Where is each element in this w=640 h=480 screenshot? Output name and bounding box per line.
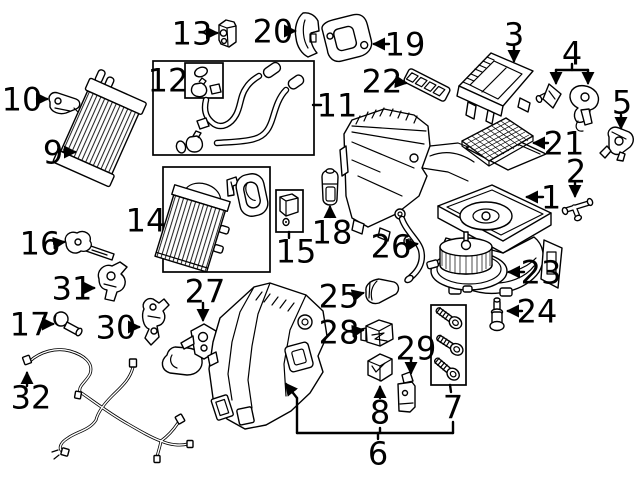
callout-label-12[interactable]: 12 — [148, 62, 189, 100]
part-17-clip-drawing — [53, 311, 83, 337]
part-18-drawing — [321, 168, 339, 206]
callout-label-5[interactable]: 5 — [612, 84, 632, 122]
callout-label-11[interactable]: 11 — [317, 87, 358, 125]
callout-label-29[interactable]: 29 — [396, 330, 437, 368]
part-4-sensor-drawing — [535, 83, 562, 109]
callout-label-26[interactable]: 26 — [371, 228, 412, 266]
part-6-distribution-housing-drawing — [207, 282, 328, 430]
callout-label-9[interactable]: 9 — [43, 134, 63, 172]
part-24-screw-drawing — [489, 297, 505, 332]
callout-label-20[interactable]: 20 — [253, 13, 294, 51]
part-4-bracket-drawing — [569, 85, 600, 132]
part-14-clip-drawing — [226, 176, 239, 197]
part-29-drawing — [397, 371, 416, 413]
part-2-valve-drawing — [561, 197, 594, 222]
callout-label-14[interactable]: 14 — [126, 202, 167, 240]
callout-label-22[interactable]: 22 — [362, 63, 403, 101]
callout-label-6[interactable]: 6 — [368, 435, 388, 473]
part-30-bracket-drawing — [141, 297, 170, 346]
callout-label-32[interactable]: 32 — [11, 379, 52, 417]
callout-label-4[interactable]: 4 — [562, 35, 582, 73]
part-3-cover-drawing — [456, 52, 534, 125]
callout-label-13[interactable]: 13 — [172, 15, 213, 53]
callout-label-2[interactable]: 2 — [566, 153, 586, 191]
part-21-filter-drawing — [461, 117, 534, 167]
part-13-valve-drawing — [218, 19, 237, 48]
callout-label-28[interactable]: 28 — [319, 314, 360, 352]
part-23-blower-drawing — [426, 231, 508, 293]
part-16-lever-drawing — [64, 230, 115, 261]
callout-label-15[interactable]: 15 — [276, 233, 317, 271]
part-27-lever-drawing — [161, 323, 217, 376]
callout-label-25[interactable]: 25 — [319, 278, 360, 316]
callout-7-line — [448, 383, 453, 394]
callout-label-31[interactable]: 31 — [52, 270, 93, 308]
callout-label-27[interactable]: 27 — [185, 273, 226, 311]
part-31-bracket-drawing — [97, 261, 128, 302]
callout-leader-lines — [20, 24, 628, 441]
part-15-drawing — [279, 193, 299, 227]
part-22-slotted-strip-drawing — [403, 68, 451, 102]
part-20-bracket-drawing — [294, 12, 320, 58]
callout-label-16[interactable]: 16 — [20, 225, 61, 263]
callout-label-7[interactable]: 7 — [443, 389, 463, 427]
callout-label-18[interactable]: 18 — [312, 214, 353, 252]
part-5-drawing — [599, 126, 634, 162]
part-8-bracket-drawing — [367, 353, 393, 382]
callout-28-arrow — [351, 324, 365, 338]
part-32-harness-drawing — [21, 348, 194, 464]
callout-label-24[interactable]: 24 — [517, 293, 558, 331]
callout-6-arrow — [284, 382, 299, 400]
callout-label-8[interactable]: 8 — [370, 394, 390, 432]
callout-26-arrow — [405, 238, 419, 252]
part-19-gasket-drawing — [321, 13, 373, 63]
callout-label-17[interactable]: 17 — [10, 306, 51, 344]
callout-label-3[interactable]: 3 — [504, 16, 524, 54]
part-12-seals-drawing — [190, 66, 222, 98]
part-14-seal-drawing — [235, 173, 269, 217]
part-26-pipe-drawing — [394, 208, 425, 284]
part-28-bracket-drawing — [360, 319, 394, 347]
part-9-heater-core-drawing — [52, 69, 147, 188]
callout-22-arrow — [394, 75, 408, 89]
part-11-pipes-drawing — [175, 61, 305, 154]
callout-16-arrow — [52, 236, 66, 250]
part-1-hvac-housing-drawing — [339, 107, 563, 297]
callout-label-30[interactable]: 30 — [96, 309, 137, 347]
callout-label-10[interactable]: 10 — [2, 81, 43, 119]
part-25-duct-drawing — [365, 278, 400, 305]
callout-25-arrow — [350, 289, 365, 302]
callout-label-21[interactable]: 21 — [544, 125, 585, 163]
part-14-evaporator-drawing — [154, 182, 231, 273]
callout-label-1[interactable]: 1 — [541, 179, 561, 217]
callout-label-19[interactable]: 19 — [385, 26, 426, 64]
part-10-bracket-drawing — [48, 91, 81, 115]
callout-label-23[interactable]: 23 — [521, 254, 562, 292]
